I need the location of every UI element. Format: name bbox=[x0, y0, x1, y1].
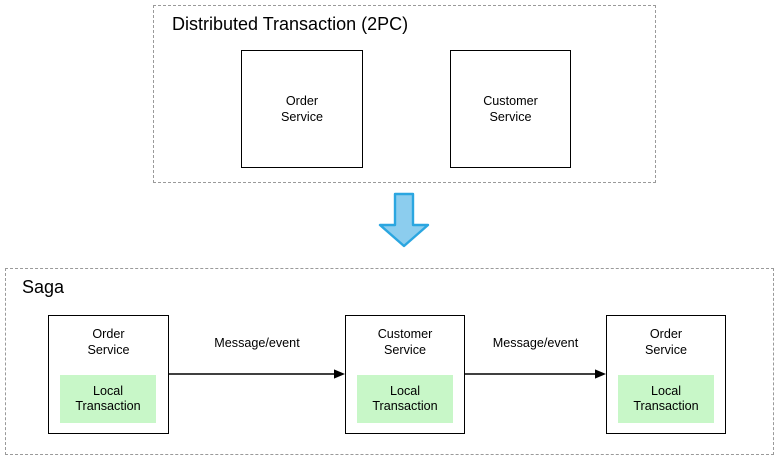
service-label: Customer Service bbox=[377, 327, 433, 357]
service-box-order-service-saga-1[interactable]: Order Service Local Transaction bbox=[48, 315, 169, 434]
connector-label-message-event-1: Message/event bbox=[214, 336, 300, 350]
local-transaction-badge: Local Transaction bbox=[618, 375, 714, 423]
service-box-order-service-saga-2[interactable]: Order Service Local Transaction bbox=[606, 315, 726, 434]
service-label: Order Service bbox=[281, 94, 323, 124]
saga-group bbox=[5, 268, 774, 455]
service-label: Order Service bbox=[645, 327, 687, 357]
saga-title: Saga bbox=[22, 277, 65, 297]
service-box-customer-service-2pc[interactable]: Customer Service bbox=[450, 50, 571, 168]
service-box-order-service-2pc[interactable]: Order Service bbox=[241, 50, 363, 168]
local-transaction-badge: Local Transaction bbox=[357, 375, 453, 423]
service-box-customer-service-saga[interactable]: Customer Service Local Transaction bbox=[345, 315, 465, 434]
distributed-transaction-group bbox=[153, 5, 656, 183]
service-label: Customer Service bbox=[483, 94, 538, 124]
local-transaction-badge: Local Transaction bbox=[60, 375, 156, 423]
distributed-transaction-title: Distributed Transaction (2PC) bbox=[172, 14, 409, 34]
down-arrow-icon bbox=[374, 192, 434, 248]
connector-arrow-2 bbox=[465, 365, 606, 383]
connector-arrow-1 bbox=[169, 365, 345, 383]
connector-label-message-event-2: Message/event bbox=[492, 336, 579, 350]
service-label: Order Service bbox=[87, 327, 130, 357]
